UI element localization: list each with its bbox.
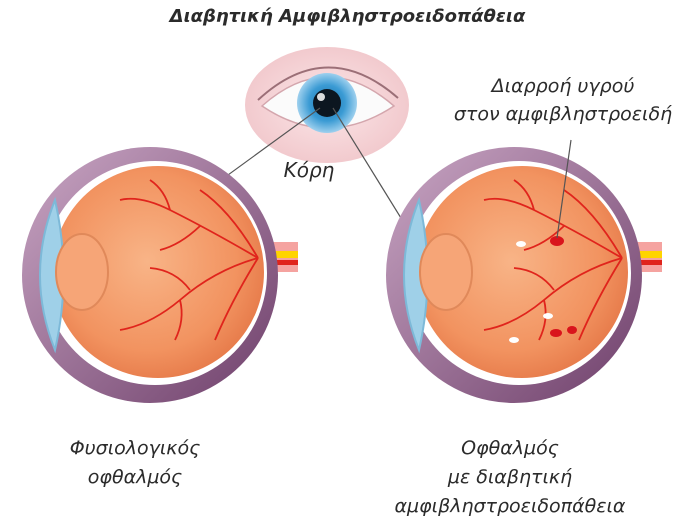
- diabetic-eye-label: Οφθαλμός με διαβητική αμφιβληστροειδοπάθ…: [345, 434, 675, 521]
- exudate-spot: [509, 337, 519, 343]
- fluid-leak-label-line1: Διαρροή υγρού: [428, 72, 695, 100]
- normal-eyeball: [22, 147, 298, 403]
- pupil: [313, 89, 341, 117]
- hemorrhage-dot: [550, 329, 562, 337]
- hemorrhage-dot: [567, 326, 577, 334]
- normal-eye-label: Φυσιολογικός οφθαλμός: [20, 434, 250, 492]
- diabetic-eyeball: [386, 140, 662, 403]
- diabetic-eye-label-line3: αμφιβληστροειδοπάθεια: [345, 492, 675, 521]
- normal-eye-label-line2: οφθαλμός: [20, 463, 250, 492]
- page-title: Διαβητική Αμφιβληστροειδοπάθεια: [0, 6, 695, 27]
- pupil-label: Κόρη: [264, 158, 354, 182]
- diabetic-eye-label-line1: Οφθαλμός: [345, 434, 675, 463]
- exudate-spot: [516, 241, 526, 247]
- front-eye: [245, 47, 409, 163]
- fluid-leak-label: Διαρροή υγρού στον αμφιβληστροειδή: [428, 72, 695, 128]
- diabetic-eye-label-line2: με διαβητική: [345, 463, 675, 492]
- fluid-leak-label-line2: στον αμφιβληστροειδή: [428, 100, 695, 128]
- exudate-spot: [543, 313, 553, 319]
- normal-eye-label-line1: Φυσιολογικός: [20, 434, 250, 463]
